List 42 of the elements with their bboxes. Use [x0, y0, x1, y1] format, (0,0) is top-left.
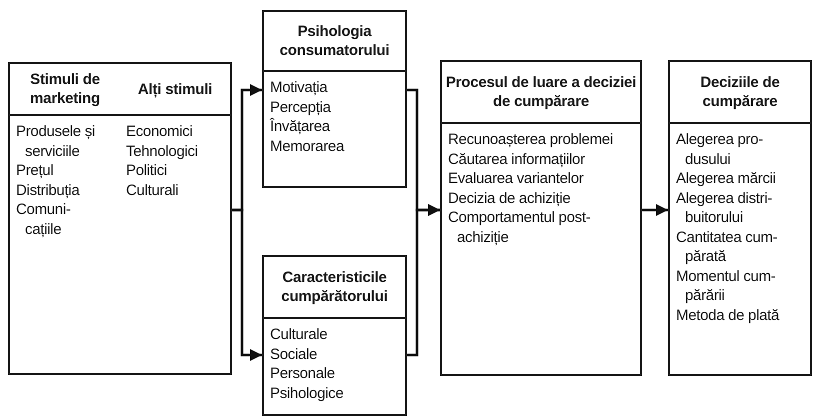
category-box: [668, 60, 812, 376]
list-item: Alegerea pro- dusului: [676, 130, 764, 169]
list-item: Culturale: [270, 325, 328, 344]
category-box: [262, 255, 407, 416]
list-item: Evaluarea variantelor: [448, 169, 584, 188]
arrow: [407, 204, 440, 356]
list-item: Prețul: [16, 161, 54, 180]
category-box: [120, 62, 232, 375]
list-item: Comuni- cațiile: [16, 200, 72, 239]
list-item: Politici: [126, 161, 168, 180]
list-item: Recunoașterea problemei: [448, 130, 614, 150]
list-item: Psihologice: [270, 384, 344, 403]
list-item: Alegerea distri- buitorului: [676, 188, 774, 228]
list-item: Economici: [126, 122, 194, 142]
list-item: Motivația: [270, 78, 329, 98]
list-item: Memorarea: [270, 136, 346, 156]
category-box: [262, 10, 407, 188]
category-box: [440, 60, 642, 376]
arrow: [232, 208, 262, 361]
list-item: Decizia de achiziție: [448, 188, 572, 208]
box-heading: Alți stimuli: [138, 80, 212, 98]
list-item: Căutarea informațiilor: [448, 150, 586, 169]
list-item: Metoda de plată: [676, 306, 780, 325]
list-item: Alegerea mărcii: [676, 169, 777, 188]
box-heading: Caracteristicile cumpărătorului: [280, 268, 389, 306]
box-heading: Deciziile de cumpărare: [699, 73, 781, 111]
arrow: [642, 204, 668, 216]
list-item: Comportamentul post-achiziție: [448, 208, 592, 247]
list-item: Culturali: [126, 180, 180, 200]
list-item: Distribuția: [16, 180, 81, 200]
box-heading: Procesul de luare a deciziei de cumpărare: [445, 73, 637, 111]
category-box: [8, 62, 122, 375]
list-item: Produsele și serviciile: [16, 122, 96, 161]
list-item: Percepția: [270, 98, 332, 117]
box-heading: Psihologia consumatorului: [278, 22, 390, 60]
list-item: Învățarea: [270, 117, 332, 136]
list-item: Personale: [270, 364, 336, 384]
list-item: Cantitatea cum- părată: [676, 228, 778, 266]
list-item: Momentul cum- părării: [676, 266, 776, 306]
list-item: Sociale: [270, 344, 318, 364]
list-item: Tehnologici: [126, 142, 199, 161]
box-heading: Stimuli de marketing: [29, 70, 101, 108]
